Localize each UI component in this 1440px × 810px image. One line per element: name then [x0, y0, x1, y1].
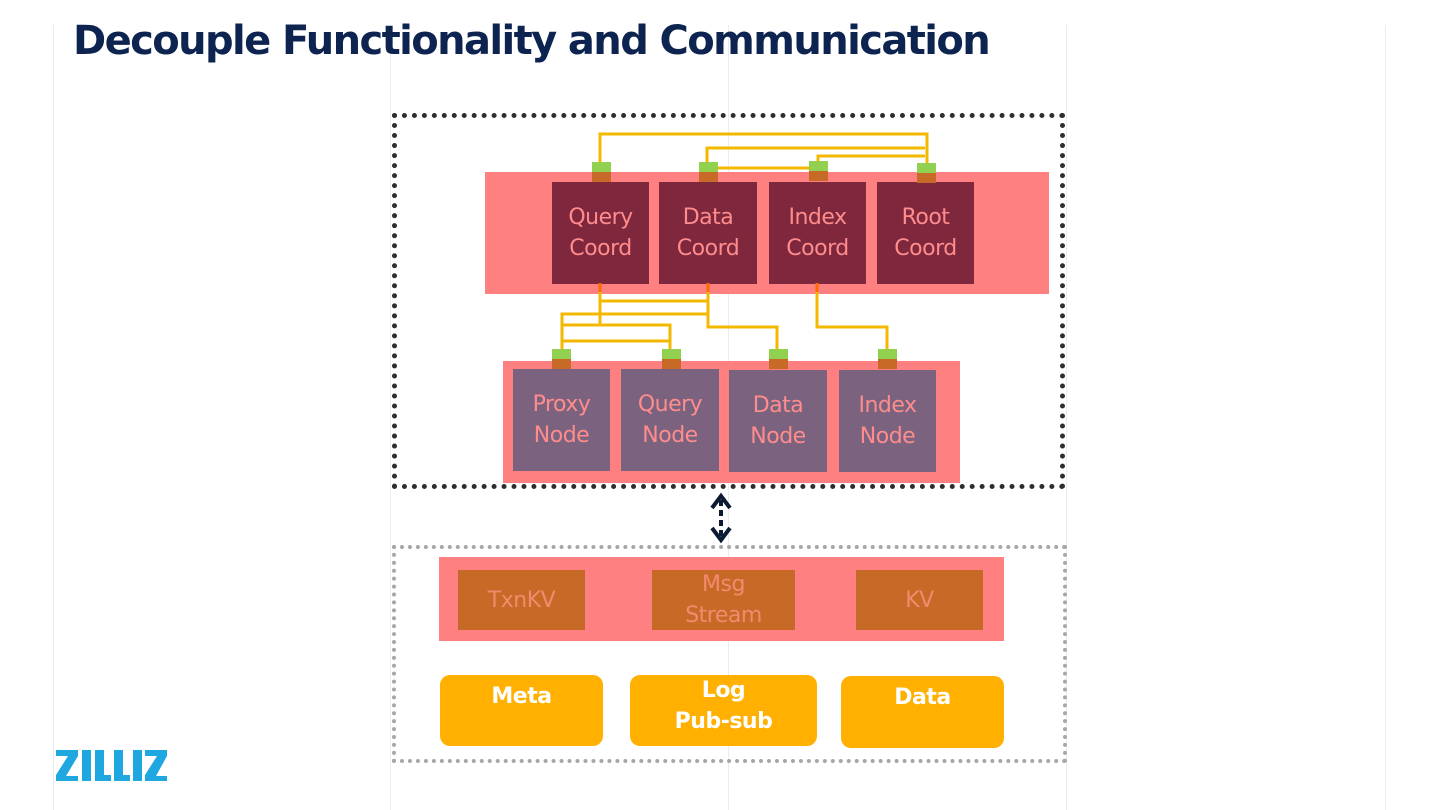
query-coord-box: Query Coord [552, 182, 649, 284]
txnkv-box: TxnKV [458, 570, 585, 630]
msg-stream-box: Msg Stream [652, 570, 795, 630]
guide-line [1385, 25, 1386, 810]
data-storage-box: Data [841, 676, 1004, 748]
guide-line [53, 25, 54, 810]
meta-box: Meta [440, 675, 603, 746]
port-query-node [662, 349, 681, 369]
data-node-box: Data Node [729, 370, 827, 472]
data-coord-box: Data Coord [659, 182, 757, 284]
port-data-coord [699, 162, 718, 182]
port-query-coord [592, 162, 611, 182]
guide-line [1066, 25, 1067, 810]
index-node-box: Index Node [839, 370, 936, 472]
zilliz-logo-icon [56, 750, 167, 781]
compute-layer-boundary [392, 113, 1065, 489]
proxy-node-box: Proxy Node [513, 369, 610, 471]
index-coord-box: Index Coord [769, 182, 866, 284]
log-pubsub-box: Log Pub-sub [630, 675, 817, 746]
slide-title: Decouple Functionality and Communication [73, 18, 991, 64]
query-node-box: Query Node [621, 369, 719, 471]
root-coord-box: Root Coord [877, 182, 974, 284]
port-index-node [878, 349, 897, 369]
port-proxy-node [552, 349, 571, 369]
port-index-coord [809, 161, 828, 181]
kv-box: KV [856, 570, 983, 630]
storage-layer-boundary [392, 545, 1067, 763]
port-data-node [769, 349, 788, 369]
guide-line [390, 25, 391, 810]
zilliz-logo [56, 748, 168, 787]
port-root-coord [917, 163, 936, 183]
